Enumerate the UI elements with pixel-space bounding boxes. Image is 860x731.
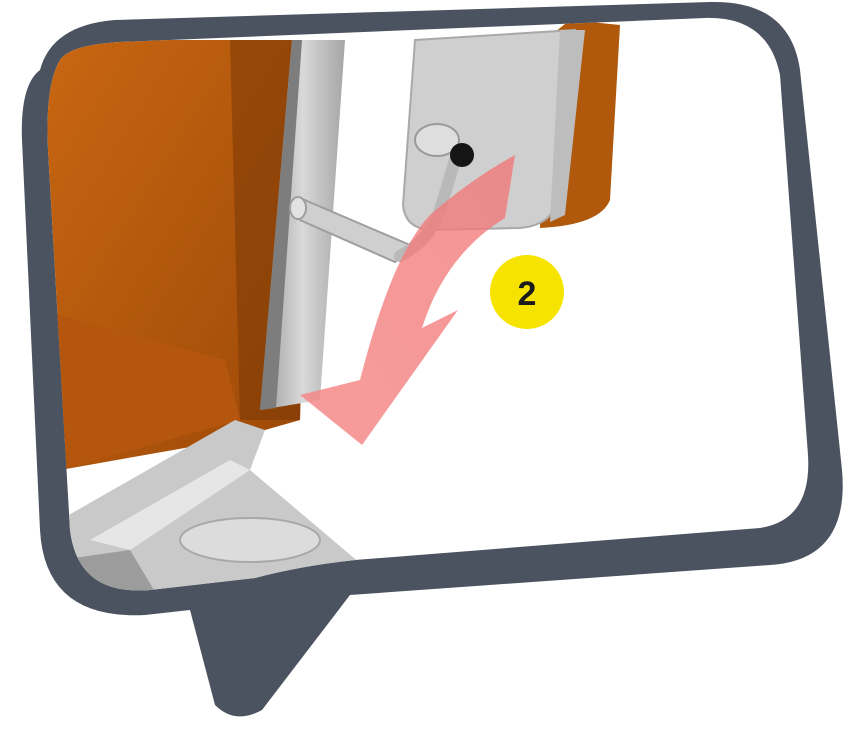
step-number: 2 <box>518 275 537 313</box>
black-knob <box>450 143 474 167</box>
step-badge: 2 <box>490 255 564 329</box>
